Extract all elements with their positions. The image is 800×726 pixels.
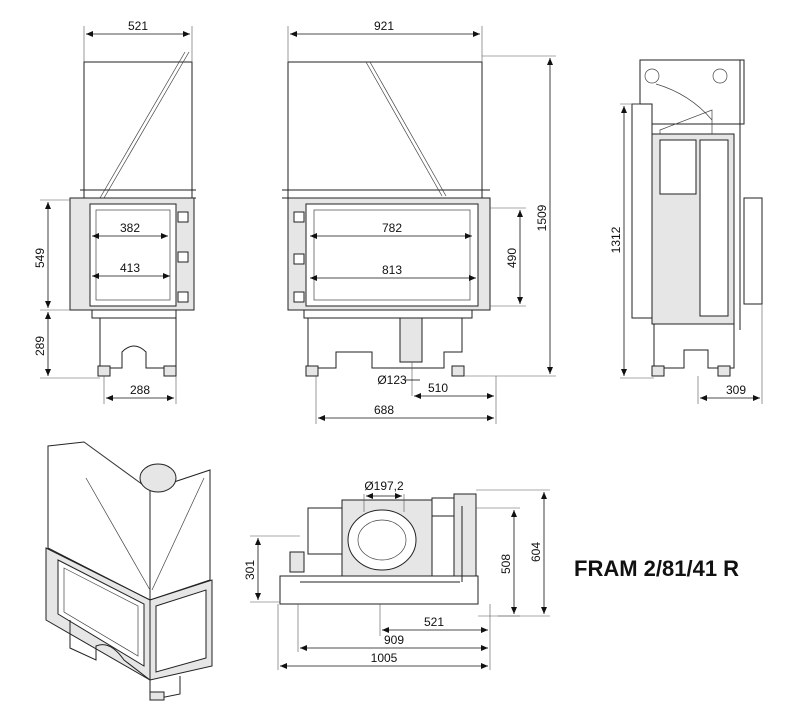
isometric-view	[45, 441, 213, 701]
top-depth-right-inner-label: 508	[499, 554, 513, 574]
side-glass-width-outer-label: 813	[382, 263, 402, 277]
profile-view	[631, 59, 763, 377]
front-leg-width-label: 288	[130, 383, 150, 397]
front-view	[69, 51, 196, 377]
top-view-dimensions: Ø197,2 301 508 604 521 909 1005	[243, 479, 550, 670]
side-view-dimensions: 921 782 813 490 1509 Ø123 510 688	[287, 19, 556, 424]
top-depth-right-outer-label: 604	[529, 542, 543, 562]
model-title: FRAM 2/81/41 R	[574, 556, 739, 581]
profile-depth-label: 309	[726, 383, 746, 397]
top-width-total-label: 1005	[371, 651, 398, 665]
side-flue-offset-label: 510	[428, 381, 448, 395]
top-depth-left-label: 301	[243, 560, 257, 580]
front-door-height-label: 549	[33, 248, 47, 268]
top-width-short-label: 521	[424, 615, 444, 629]
side-base-width-label: 688	[374, 403, 394, 417]
side-view	[282, 61, 491, 377]
side-total-height-label: 1509	[535, 204, 549, 231]
profile-view-dimensions: 1312 309	[609, 103, 763, 404]
side-top-width-label: 921	[374, 19, 394, 33]
top-flue-diameter-label: Ø197,2	[364, 479, 404, 493]
front-view-dimensions: 521 549 289 382 413 288	[33, 19, 193, 404]
front-top-width-label: 521	[128, 19, 148, 33]
front-inner-width-top-label: 382	[120, 221, 140, 235]
front-base-height-label: 289	[33, 336, 47, 356]
front-inner-width-bottom-label: 413	[120, 261, 140, 275]
top-width-mid-label: 909	[384, 633, 404, 647]
side-glass-width-label: 782	[382, 221, 402, 235]
side-glass-height-label: 490	[505, 248, 519, 268]
side-flue-diameter-label: Ø123	[377, 373, 407, 387]
top-view	[279, 493, 479, 605]
profile-height-label: 1312	[609, 226, 623, 253]
